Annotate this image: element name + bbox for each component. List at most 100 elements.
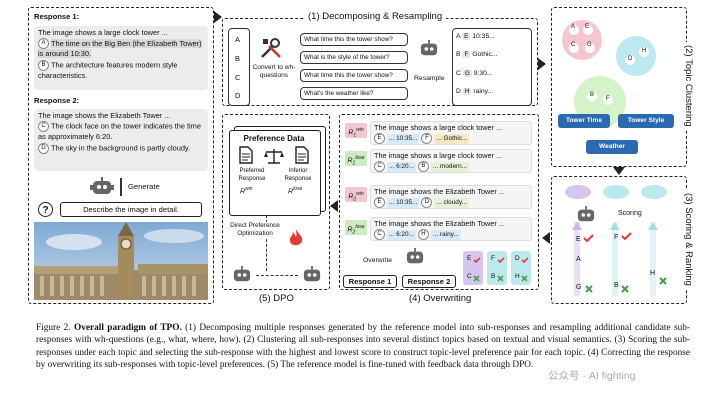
row-text: The image shows the Elizabeth Tower ... [374,187,505,196]
out-key: D [456,88,461,95]
score-b: B [614,282,619,289]
r-lose-label: Rlose [288,186,302,195]
arrow-down-icon [613,167,625,175]
overwriting-label: (4) Overwriting [405,293,476,304]
out-key: C [456,70,461,77]
response-1-line1: The image shows a large clock tower ... [38,28,168,37]
generate-label: Generate [128,182,160,191]
dpo-arrow [266,215,268,271]
prompt-box: Describe the image in detail. [60,202,202,217]
grid-e: E [467,255,472,262]
r-sup: win [356,127,364,133]
r-sub: 1 [352,160,356,167]
node: C [571,42,576,48]
resample-label: Resample [414,75,445,82]
subresponse-grid [462,250,532,286]
row-tag: D [421,197,433,208]
preference-data-title: Preference Data [243,134,305,143]
decomposing-label: (1) Decomposing & Resampling [304,11,447,22]
r-label: R [348,129,354,137]
robot-icon [575,206,597,224]
row-v1: ... 6:20... [387,230,416,240]
grid-c: C [467,273,472,280]
row-tag: H [417,229,429,240]
letter-a: A [235,35,241,44]
robot-icon [418,40,440,58]
out-key: A [456,33,461,40]
r1-win-badge: R1win [345,123,367,139]
r-sub: 1 [353,132,357,139]
r-label: R [347,226,353,234]
r2-win-badge: R2win [345,187,367,203]
response-2-c: The clock face on the tower indicates th… [38,121,201,142]
response-1-title: Response 1: [34,12,80,21]
r-label: R [240,188,246,196]
out-text: Gothic... [472,51,498,58]
out-text: 10:35... [472,33,495,40]
node: D [628,56,633,62]
r1-win-row: The image shows a large clock tower ... … [370,121,532,145]
question-1: What time this the tower show? [300,33,408,46]
out-key: B [456,51,461,58]
caption-title: Overall paradigm of TPO. [74,323,182,333]
tag-b: B [38,59,49,71]
node: B [590,92,595,98]
score-h: H [650,270,656,277]
grid-h: H [515,273,520,280]
watermark: 公众号 · AI fighting [548,370,636,382]
node: F [606,96,610,102]
response-1-b: The architecture features modern style c… [38,60,178,80]
dpo-horizontal-arrow [256,275,298,277]
out-text: 9:30... [473,70,493,77]
r-label: R [347,157,353,165]
overwriting-panel [339,114,539,290]
arrow-right-icon [214,11,222,23]
arrow-left-icon [542,232,550,244]
row-v2: ... Gothic... [434,134,470,144]
preference-data-card [229,130,321,216]
r2-lose-badge: R2lose [345,220,367,236]
node: G [587,42,592,48]
row-tag: F [421,133,433,144]
row-v2: ... rainy... [430,230,461,240]
scale-icon [264,148,284,164]
r-win-label: Rwin [240,186,253,195]
caption-fig: Figure 2. [36,323,71,333]
response-1-button: Response 1 [343,275,397,288]
row-v1: ... 6:20... [387,162,416,172]
input-panel [28,7,214,304]
arrow-right-icon [538,58,546,70]
convert-label: Convert to wh-questions [252,64,296,79]
letter-c: C [235,73,241,82]
topic-clustering-label: (2) Topic Clustering [683,42,694,130]
r-sub: 2 [352,229,356,236]
letter-b: B [235,54,241,63]
out-e: F [462,51,471,58]
question-4: What's the weather like? [300,87,408,100]
response-2-line1: The image shows the Elizabeth Tower ... [38,111,171,120]
r2-win-row: The image shows the Elizabeth Tower ... … [370,185,532,209]
row-v1: ... 10:35... [387,198,420,208]
letter-d: D [235,91,241,100]
robot-icon [90,177,114,197]
r-sup: win [245,186,253,192]
question-2: What is the style of the tower? [300,51,408,64]
arrow-left-icon [330,200,338,212]
out-text: rainy... [473,88,494,95]
document-icon [239,146,253,164]
row-text: The image shows a large clock tower ... [374,151,503,160]
node: A [571,24,576,30]
robot-icon [231,266,253,284]
r-sup: lose [293,186,303,192]
row-tag: E [374,197,385,208]
node: H [642,48,647,54]
score-a: A [576,256,581,263]
topic-tower-style: Tower Style [627,117,665,124]
grid-d: D [515,255,520,262]
grid-b: B [491,273,496,280]
inferior-response-label: Inferior Response [284,168,312,182]
document-icon [295,146,309,164]
scoring-text: Scoring [618,210,642,217]
scoring-label: (3) Scoring & Ranking [683,190,694,289]
r-sup: lose [355,224,365,230]
